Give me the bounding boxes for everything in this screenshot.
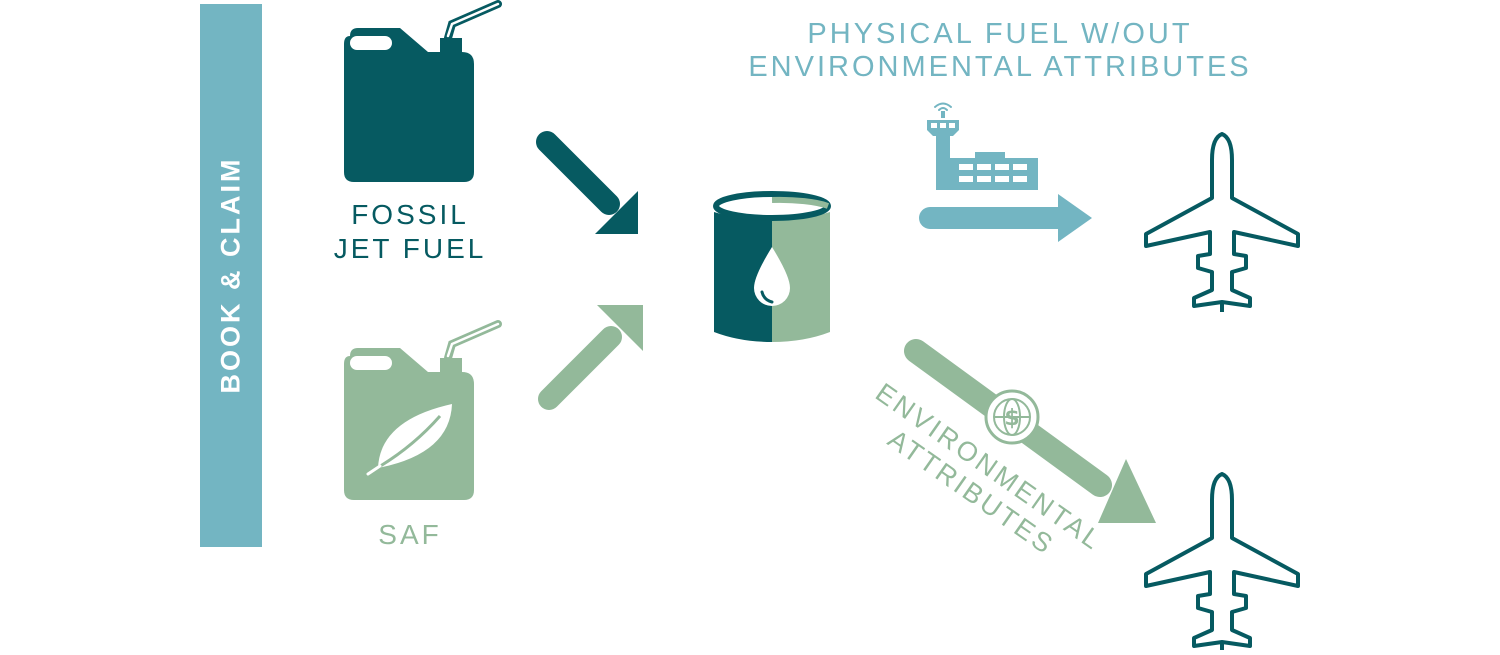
fossil-label-line2: JET FUEL — [333, 233, 487, 264]
sidebar-label: BOOK & CLAIM — [215, 156, 246, 394]
airplane-icon — [1144, 132, 1300, 312]
saf-fuel-can-icon — [344, 320, 502, 500]
droplet-icon — [754, 247, 790, 306]
physical-fuel-label: PHYSICAL FUEL W/OUT ENVIRONMENTAL ATTRIB… — [720, 18, 1280, 84]
sidebar-bar — [200, 4, 262, 547]
airport-icon — [927, 102, 1038, 190]
saf-to-tank-arrow — [538, 305, 643, 410]
physical-label-line2: ENVIRONMENTAL ATTRIBUTES — [748, 51, 1252, 83]
fuel-tank-icon — [713, 191, 831, 342]
saf-label: SAF — [378, 519, 442, 550]
airplane-icon — [1144, 472, 1300, 650]
fossil-to-tank-arrow — [536, 131, 638, 234]
fossil-jet-fuel-label: FOSSIL JET FUEL — [320, 198, 500, 266]
fossil-label-line1: FOSSIL — [351, 199, 469, 230]
signal-icon — [934, 102, 952, 111]
svg-text:$: $ — [1004, 406, 1019, 431]
globe-dollar-icon: $ — [984, 389, 1040, 445]
environmental-attributes-arrow: $ — [904, 339, 1156, 523]
leaf-icon — [366, 404, 452, 476]
fossil-fuel-can-icon — [344, 0, 502, 182]
physical-label-line1: PHYSICAL FUEL W/OUT — [807, 18, 1193, 50]
physical-fuel-arrow — [919, 194, 1092, 242]
